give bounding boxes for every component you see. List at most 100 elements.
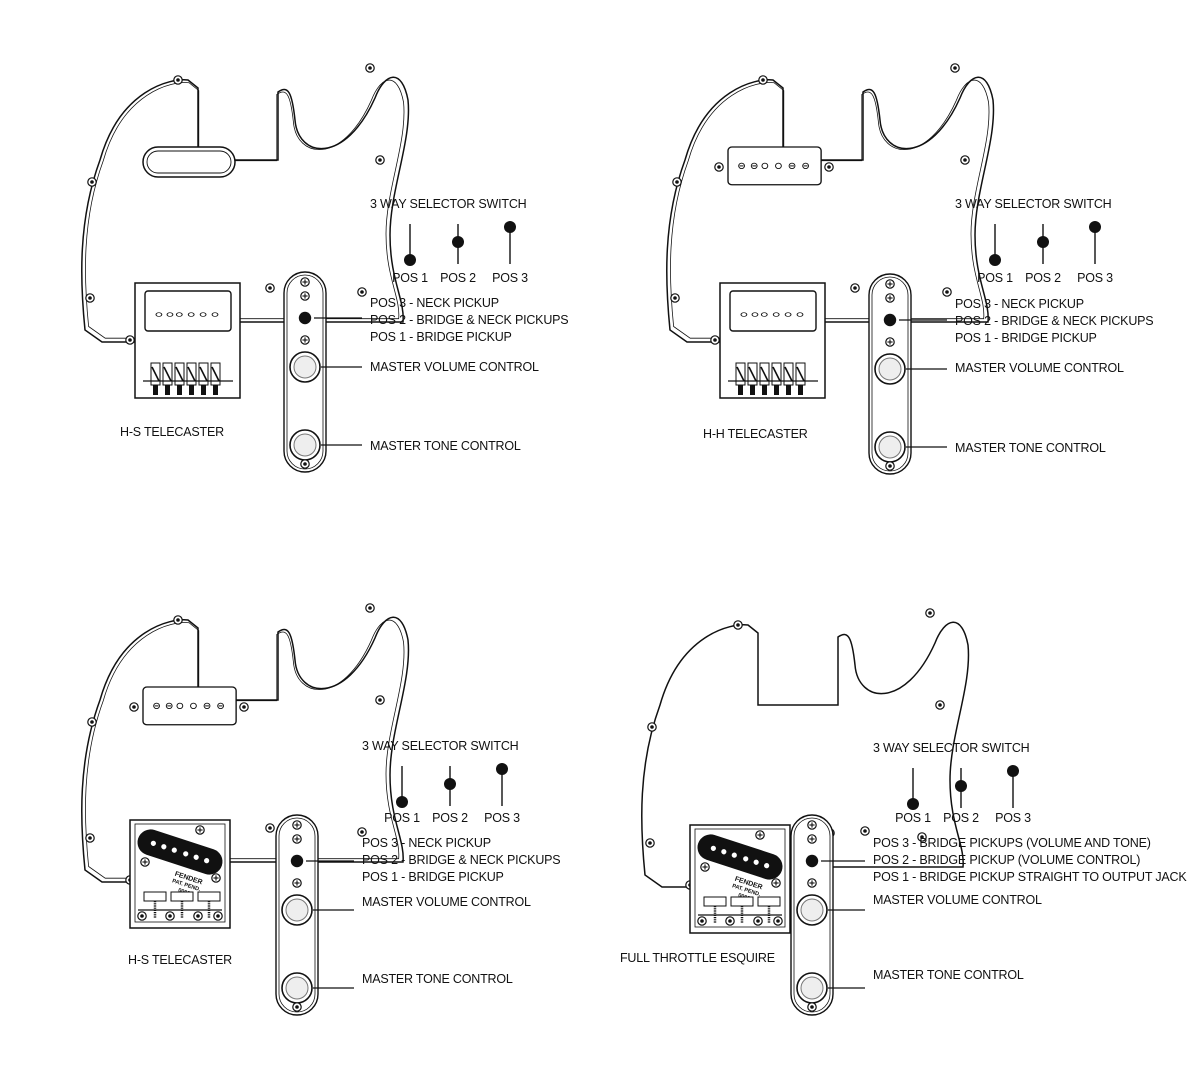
saddle-screw-icon — [137, 911, 147, 921]
bridge-tele-pickup — [697, 834, 783, 880]
position-label: POS 3 — [995, 811, 1031, 825]
control-plate — [283, 271, 327, 473]
plate-screw-icon — [807, 878, 817, 888]
volume-label: MASTER VOLUME CONTROL — [955, 361, 1124, 375]
volume-label: MASTER VOLUME CONTROL — [362, 895, 531, 909]
pickguard-screw-icon — [860, 826, 870, 836]
volume-knob — [281, 894, 313, 926]
tone-knob — [281, 972, 313, 1004]
switch-positions: POS 1 POS 2 POS 3 — [977, 221, 1113, 285]
pickguard-screw-icon — [733, 620, 743, 630]
switch-position-1: POS 1 — [384, 766, 420, 825]
tone-knob — [796, 972, 828, 1004]
bridge-screw-icon — [771, 878, 781, 888]
pickguard-screw-icon — [925, 608, 935, 618]
bridge-screw-icon — [195, 825, 205, 835]
switch-dot — [907, 798, 919, 810]
bridge-screw-icon — [211, 873, 221, 883]
tone-label: MASTER TONE CONTROL — [370, 439, 521, 453]
position-label: POS 3 — [1077, 271, 1113, 285]
plate-screw-icon — [300, 277, 310, 287]
switch-mode-label: POS 2 - BRIDGE & NECK PICKUPS — [362, 853, 560, 867]
plate-screw-icon — [807, 820, 817, 830]
switch-mode-label: POS 1 - BRIDGE PICKUP STRAIGHT TO OUTPUT… — [873, 870, 1187, 884]
switch-title: 3 WAY SELECTOR SWITCH — [362, 739, 519, 753]
switch-position-3: POS 3 — [1077, 221, 1113, 285]
plate-screw-icon — [885, 279, 895, 289]
tone-label: MASTER TONE CONTROL — [873, 968, 1024, 982]
switch-position-2: POS 2 — [440, 224, 476, 285]
switch-mode-label: POS 1 - BRIDGE PICKUP — [362, 870, 504, 884]
position-label: POS 2 — [1025, 271, 1061, 285]
plate-screw-icon — [885, 461, 895, 471]
bridge-tele-pickup — [137, 829, 223, 875]
selector-switch-tip — [883, 313, 897, 327]
bridge-assembly — [134, 282, 241, 399]
panel-caption: H-S TELECASTER — [120, 425, 224, 439]
pickguard-screw-icon — [375, 155, 385, 165]
plate-screw-icon — [292, 820, 302, 830]
switch-position-1: POS 1 — [895, 768, 931, 825]
neck-pickup-screw-icon — [824, 162, 834, 172]
plate-screw-icon — [807, 834, 817, 844]
pickguard-screw-icon — [87, 717, 97, 727]
switch-position-1: POS 1 — [977, 224, 1013, 285]
switch-dot — [1037, 236, 1049, 248]
pickguard-screw-icon — [645, 838, 655, 848]
switch-dot — [444, 778, 456, 790]
switch-dot — [1089, 221, 1101, 233]
saddle-screw-icon — [213, 911, 223, 921]
switch-position-2: POS 2 — [1025, 224, 1061, 285]
switch-mode-label: POS 3 - NECK PICKUP — [955, 297, 1084, 311]
switch-dot — [989, 254, 1001, 266]
saddles — [697, 896, 783, 926]
position-label: POS 1 — [384, 811, 420, 825]
pickguard-screw-icon — [647, 722, 657, 732]
switch-dot — [955, 780, 967, 792]
neck-pickup-screw-icon — [239, 702, 249, 712]
volume-knob — [874, 353, 906, 385]
saddle-screw-icon — [193, 911, 203, 921]
volume-label: MASTER VOLUME CONTROL — [873, 893, 1042, 907]
position-label: POS 1 — [977, 271, 1013, 285]
volume-knob — [289, 351, 321, 383]
pickguard-screw-icon — [758, 75, 768, 85]
control-plate — [790, 814, 834, 1016]
saddles — [143, 362, 233, 395]
bridge-humbucker — [155, 312, 219, 317]
tone-label: MASTER TONE CONTROL — [955, 441, 1106, 455]
pickguard-screw-icon — [265, 283, 275, 293]
pickguard-screw-icon — [265, 823, 275, 833]
switch-position-3: POS 3 — [492, 221, 528, 285]
control-plate — [275, 814, 319, 1016]
pickguard-screw-icon — [357, 827, 367, 837]
switch-position-3: POS 3 — [484, 763, 520, 825]
pickguard-screw-icon — [87, 177, 97, 187]
switch-mode-label: POS 3 - BRIDGE PICKUPS (VOLUME AND TONE) — [873, 836, 1151, 850]
plate-screw-icon — [885, 337, 895, 347]
saddles — [728, 362, 818, 395]
plate-screw-icon — [292, 1002, 302, 1012]
neck-humbucker — [727, 146, 822, 186]
pickguard-screw-icon — [850, 283, 860, 293]
pickguard-screw-icon — [357, 287, 367, 297]
plate-screw-icon — [292, 834, 302, 844]
bridge-assembly — [719, 282, 826, 399]
switch-position-3: POS 3 — [995, 765, 1031, 825]
pickguard-screw-icon — [935, 700, 945, 710]
pickguard-screw-icon — [950, 63, 960, 73]
saddle-screw-icon — [697, 916, 707, 926]
saddle-screw-icon — [773, 916, 783, 926]
volume-knob — [796, 894, 828, 926]
pickguard-screw-icon — [942, 287, 952, 297]
pickguard-screw-icon — [173, 615, 183, 625]
switch-mode-label: POS 1 - BRIDGE PICKUP — [955, 331, 1097, 345]
neck-pickup-screw-icon — [129, 702, 139, 712]
